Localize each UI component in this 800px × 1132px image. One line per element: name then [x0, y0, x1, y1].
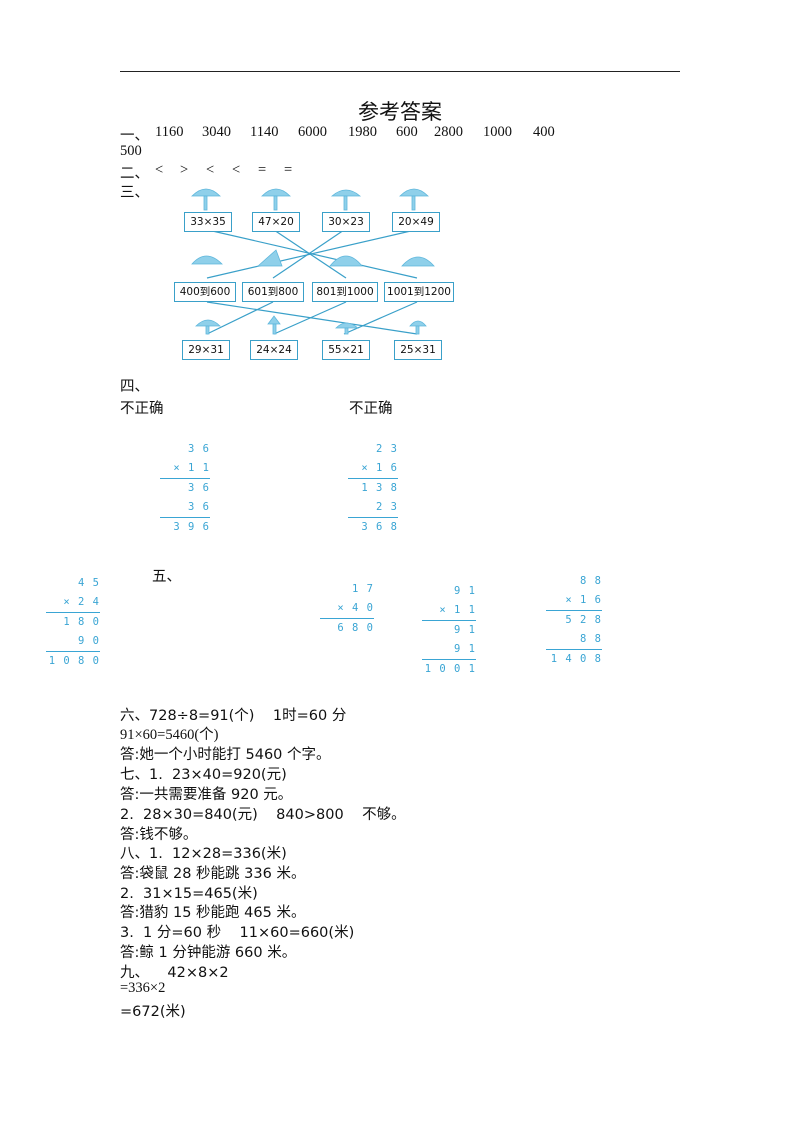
- vertical-calc: 9 1 × 1 1 9 1 9 1 1 0 0 1: [422, 582, 476, 679]
- q1-value: 600: [396, 124, 418, 140]
- q1-value: 400: [533, 124, 555, 140]
- answer-line: 七、1. 23×40=920(元): [120, 767, 287, 783]
- q1-value: 500: [120, 143, 142, 159]
- q4-label: 四、: [120, 379, 149, 395]
- q1-value: 1160: [155, 124, 184, 140]
- q1-value: 1000: [483, 124, 512, 140]
- q1-value: 1140: [250, 124, 279, 140]
- calc-row: 6 8 0: [337, 622, 374, 634]
- match-bottom-box: 25×31: [394, 340, 442, 360]
- calc-row: 3 6: [188, 482, 210, 494]
- calc-row: 1 8 0: [63, 616, 100, 628]
- page-title: 参考答案: [358, 100, 442, 124]
- answer-line: 2. 28×30=840(元) 840>800 不够。: [120, 807, 406, 823]
- calc-row: × 1 1: [160, 459, 210, 479]
- answer-line: =336×2: [120, 980, 166, 996]
- q2-symbol: <: [232, 162, 241, 178]
- calc-row: 3 6: [188, 443, 210, 455]
- calc-row: 2 3: [376, 443, 398, 455]
- answer-line: 2. 31×15=465(米): [120, 886, 258, 902]
- q2-symbol: <: [206, 162, 215, 178]
- match-top-box: 47×20: [252, 212, 300, 232]
- match-bottom-box: 55×21: [322, 340, 370, 360]
- match-bottom-box: 29×31: [182, 340, 230, 360]
- calc-row: 8 8: [546, 630, 602, 650]
- match-middle-box: 801到1000: [312, 282, 378, 302]
- q2-symbol: =: [284, 162, 293, 178]
- q1-value: 1980: [348, 124, 377, 140]
- answer-line: 答:鲸 1 分钟能游 660 米。: [120, 945, 297, 961]
- match-middle-box: 601到800: [242, 282, 304, 302]
- match-top-box: 30×23: [322, 212, 370, 232]
- matching-diagram: 33×35 47×20 30×23 20×49 400到600 601到800 …: [170, 182, 470, 367]
- calc-row: 9 1: [454, 585, 476, 597]
- vertical-calc: 3 6 × 1 1 3 6 3 6 3 9 6: [160, 440, 210, 537]
- calc-row: 9 0: [46, 632, 100, 652]
- q2-label: 二、: [120, 166, 149, 182]
- calc-row: 1 0 8 0: [48, 655, 100, 667]
- calc-row: 2 3: [348, 498, 398, 518]
- q2-symbol: =: [258, 162, 267, 178]
- calc-row: × 1 1: [422, 601, 476, 621]
- calc-row: 3 6: [160, 498, 210, 518]
- answer-line: 答:一共需要准备 920 元。: [120, 787, 293, 803]
- calc-row: 9 1: [422, 640, 476, 660]
- calc-row: 3 9 6: [173, 521, 210, 533]
- header-rule: [120, 71, 680, 72]
- vertical-calc: 4 5 × 2 4 1 8 0 9 0 1 0 8 0: [46, 574, 100, 671]
- q3-label: 三、: [120, 185, 149, 201]
- answer-line: 九、 42×8×2: [120, 965, 229, 981]
- calc-row: 1 0 0 1: [424, 663, 476, 675]
- answer-line: 3. 1 分=60 秒 11×60=660(米): [120, 925, 355, 941]
- answer-line: 答:她一个小时能打 5460 个字。: [120, 747, 331, 763]
- calc-row: 9 1: [454, 624, 476, 636]
- vertical-calc: 8 8 × 1 6 5 2 8 8 8 1 4 0 8: [546, 572, 602, 669]
- answer-line: 91×60=5460(个): [120, 727, 219, 743]
- q5-label: 五、: [152, 569, 181, 585]
- answer-line: 六、728÷8=91(个) 1时=60 分: [120, 708, 347, 724]
- calc-row: × 1 6: [348, 459, 398, 479]
- calc-row: 5 2 8: [565, 614, 602, 626]
- answer-line: 答:猎豹 15 秒能跑 465 米。: [120, 905, 306, 921]
- q1-label: 一、: [120, 128, 149, 144]
- q1-value: 2800: [434, 124, 463, 140]
- matching-lines: [191, 188, 435, 335]
- answer-line: 答:钱不够。: [120, 827, 198, 843]
- q4-right-verdict: 不正确: [349, 401, 393, 417]
- match-top-box: 20×49: [392, 212, 440, 232]
- match-middle-box: 400到600: [174, 282, 236, 302]
- calc-row: 8 8: [580, 575, 602, 587]
- q2-symbol: >: [180, 162, 189, 178]
- q1-value: 6000: [298, 124, 327, 140]
- answer-line: 八、1. 12×28=336(米): [120, 846, 287, 862]
- match-bottom-box: 24×24: [250, 340, 298, 360]
- answer-line: 答:袋鼠 28 秒能跳 336 米。: [120, 866, 306, 882]
- answer-line: =672(米): [120, 1004, 186, 1020]
- q4-left-verdict: 不正确: [120, 401, 164, 417]
- match-middle-box: 1001到1200: [384, 282, 454, 302]
- calc-row: 1 4 0 8: [550, 653, 602, 665]
- match-top-box: 33×35: [184, 212, 232, 232]
- q2-symbol: <: [155, 162, 164, 178]
- calc-row: 1 7: [352, 583, 374, 595]
- calc-row: × 4 0: [320, 599, 374, 619]
- vertical-calc: 1 7 × 4 0 6 8 0: [320, 580, 374, 638]
- calc-row: 3 6 8: [361, 521, 398, 533]
- calc-row: × 2 4: [46, 593, 100, 613]
- vertical-calc: 2 3 × 1 6 1 3 8 2 3 3 6 8: [348, 440, 398, 537]
- calc-row: 1 3 8: [361, 482, 398, 494]
- calc-row: 4 5: [78, 577, 100, 589]
- calc-row: × 1 6: [546, 591, 602, 611]
- q1-value: 3040: [202, 124, 231, 140]
